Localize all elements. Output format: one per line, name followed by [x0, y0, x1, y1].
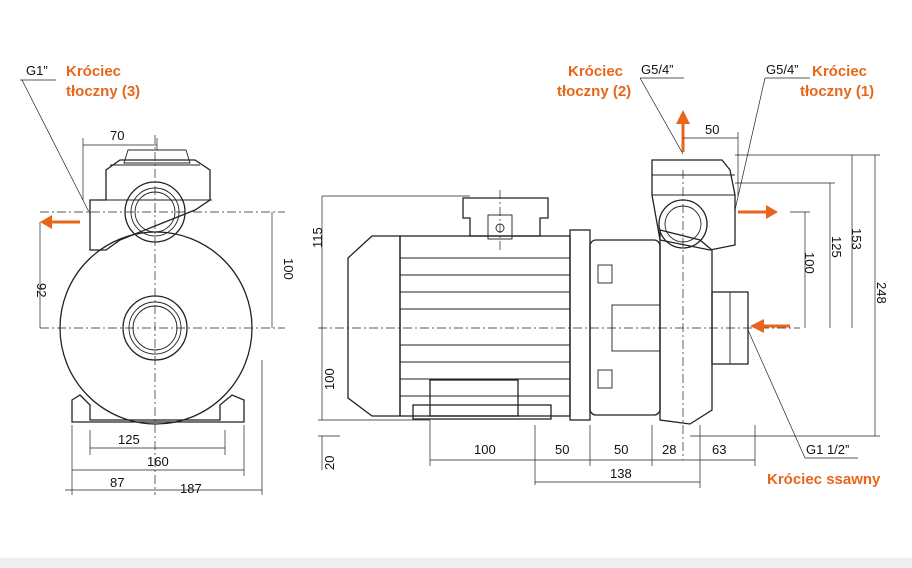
dim-side-lower-height: 100 — [322, 368, 337, 390]
callout-port2-line2: tłoczny (2) — [557, 83, 631, 100]
dimension-labels: 70 92 100 125 160 87 187 115 100 20 50 1… — [34, 122, 889, 496]
callout-port3-line1: Króciec — [66, 63, 121, 80]
dim-side-outlet-offset: 50 — [705, 122, 719, 137]
callout-port2-line1: Króciec — [568, 63, 623, 80]
callout-labels: Króciec tłoczny (3) Króciec tłoczny (2) … — [66, 63, 881, 488]
thread-suction: G1 1/2” — [806, 442, 849, 457]
dim-front-right-height: 100 — [281, 258, 296, 280]
dim-side-base-28: 28 — [662, 442, 676, 457]
outlet-housing — [651, 159, 736, 251]
dim-side-base-63: 63 — [712, 442, 726, 457]
dim-side-base-138: 138 — [610, 466, 632, 481]
thread-port2: G5/4” — [641, 62, 674, 77]
dim-front-left-height: 92 — [34, 283, 49, 297]
callout-port1-line2: tłoczny (1) — [800, 83, 874, 100]
dim-side-foot-height: 20 — [322, 456, 337, 470]
dim-side-h-100: 100 — [802, 252, 817, 274]
motor-body — [399, 235, 571, 417]
thread-port1: G5/4” — [766, 62, 799, 77]
callout-port1-line1: Króciec — [812, 63, 867, 80]
dim-side-base-50a: 50 — [555, 442, 569, 457]
dim-front-half-width: 87 — [110, 475, 124, 490]
dim-side-base-100: 100 — [474, 442, 496, 457]
outlet-port-3 — [124, 181, 186, 243]
dim-side-base-50b: 50 — [614, 442, 628, 457]
dim-front-base-inner: 125 — [118, 432, 140, 447]
callout-port3-line2: tłoczny (3) — [66, 83, 140, 100]
callout-suction: Króciec ssawny — [767, 471, 881, 488]
dim-side-upper-height: 115 — [310, 227, 325, 248]
side-view — [318, 77, 880, 488]
terminal-box — [462, 197, 549, 237]
thread-labels: G1” G5/4” G5/4” G1 1/2” — [26, 62, 849, 457]
suction-port-outer — [122, 295, 188, 361]
dim-side-h-248: 248 — [874, 282, 889, 304]
dim-front-top-width: 70 — [110, 128, 124, 143]
bottom-strip — [0, 558, 912, 568]
thread-port3: G1” — [26, 63, 48, 78]
motor-base — [412, 404, 552, 420]
front-view — [20, 79, 285, 495]
motor-end-cap — [347, 235, 401, 417]
dim-side-h-153: 153 — [849, 228, 864, 250]
dim-front-total-width: 187 — [180, 481, 202, 496]
outlet-port-1 — [658, 199, 708, 249]
dim-front-base-outer: 160 — [147, 454, 169, 469]
dim-side-h-125: 125 — [829, 236, 844, 258]
